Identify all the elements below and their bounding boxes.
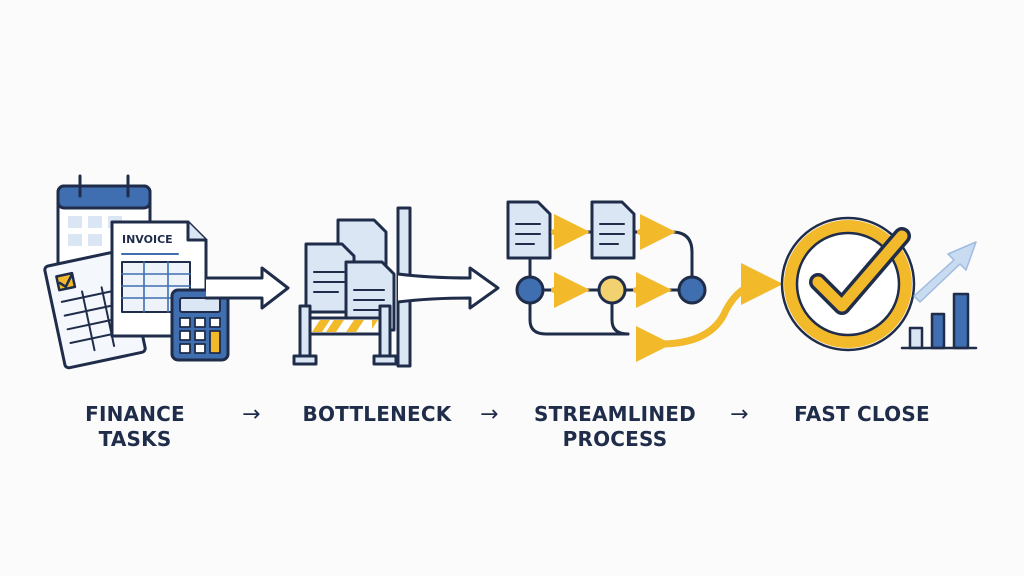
- barrier-icon: [292, 304, 398, 366]
- stage-label-bottleneck: BOTTLENECK: [294, 402, 460, 427]
- finance-documents-icon: INVOICE: [43, 174, 290, 370]
- bottleneck-barrier-icon: [292, 206, 500, 368]
- process-flow-icon: [506, 200, 783, 362]
- invoice-title: INVOICE: [122, 233, 173, 246]
- separator-arrow: →: [730, 402, 749, 427]
- stage-label-line: BOTTLENECK: [302, 402, 452, 426]
- stage-label-finance-tasks: FINANCE TASKS: [80, 402, 190, 452]
- stage-label-line: FINANCE: [85, 402, 185, 426]
- stage-label-streamlined-process: STREAMLINED PROCESS: [520, 402, 710, 452]
- flow-arrow-icon: [204, 266, 290, 310]
- stage-label-line: TASKS: [98, 427, 172, 451]
- stage-label-line: STREAMLINED: [534, 402, 696, 426]
- checkmark-growth-icon: [780, 216, 978, 352]
- separator-arrow: →: [242, 402, 261, 427]
- flow-arrow-icon: [396, 266, 500, 310]
- separator-arrow: →: [480, 402, 499, 427]
- bar-growth-icon: [900, 292, 978, 350]
- stage-label-line: PROCESS: [562, 427, 668, 451]
- calculator-icon: [170, 288, 230, 362]
- stage-label-line: FAST CLOSE: [794, 402, 930, 426]
- growth-arrow-icon: [913, 241, 977, 303]
- stage-label-fast-close: FAST CLOSE: [782, 402, 942, 427]
